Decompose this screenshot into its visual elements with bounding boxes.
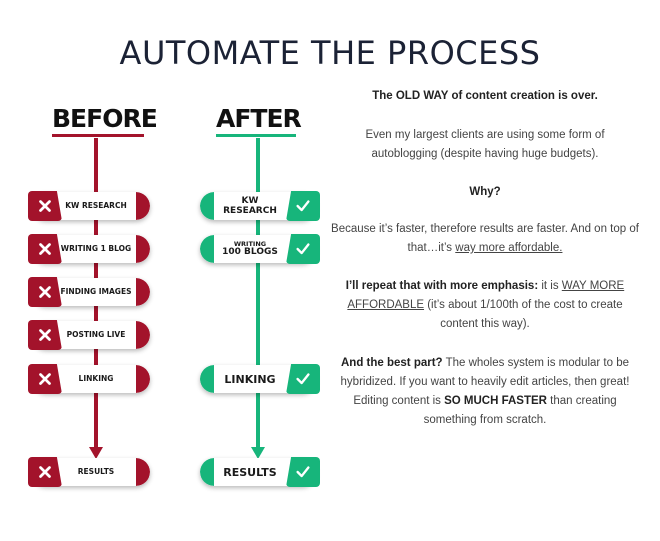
after-timeline	[256, 138, 260, 451]
after-step-tab	[200, 365, 214, 393]
before-step-tab	[136, 278, 150, 306]
before-heading: BEFORE	[52, 104, 158, 137]
after-step-label: RESULTS	[223, 465, 277, 479]
best-part-paragraph: And the best part? The wholes system is …	[330, 354, 640, 430]
faster-text: Because it’s faster, therefore results a…	[331, 223, 639, 254]
check-icon	[286, 457, 320, 487]
before-step-label: FINDING IMAGES	[60, 287, 132, 297]
before-step-tab	[136, 192, 150, 220]
before-step-label: LINKING	[78, 374, 114, 384]
before-step-label: POSTING LIVE	[66, 330, 126, 340]
repeat-text: it is	[538, 280, 562, 292]
before-step-tab	[136, 458, 150, 486]
page-title: AUTOMATE THE PROCESS	[119, 34, 541, 72]
after-step-line2: 100 BLOGS	[222, 247, 278, 258]
after-heading: AFTER	[216, 104, 302, 137]
intro-paragraph: The OLD WAY of content creation is over.	[335, 87, 635, 106]
much-faster-bold: SO MUCH FASTER	[444, 395, 547, 407]
best-part-rest: than creating something from scratch.	[423, 395, 617, 426]
after-step-tab	[200, 192, 214, 220]
after-step-line1: KW	[241, 195, 259, 206]
x-icon	[28, 364, 62, 394]
before-step-tab	[136, 321, 150, 349]
clients-paragraph: Even my largest clients are using some f…	[365, 129, 605, 160]
repeat-bold: I’ll repeat that with more emphasis:	[345, 280, 539, 292]
x-icon	[28, 320, 62, 350]
after-step-line2: RESEARCH	[223, 205, 277, 216]
x-icon	[28, 277, 62, 307]
check-icon	[286, 364, 320, 394]
x-icon	[28, 191, 62, 221]
before-step-label: WRITING 1 BLOG	[60, 244, 132, 254]
after-heading-label: AFTER	[216, 104, 302, 133]
affordable-link[interactable]: way more affordable.	[455, 242, 563, 254]
why-paragraph: Why?	[335, 183, 635, 202]
intro-bold: The OLD WAY of content creation is over.	[372, 90, 598, 102]
after-arrow-head	[251, 447, 265, 459]
best-part-text: The wholes system is modular to be hybri…	[340, 357, 630, 407]
faster-paragraph: Because it’s faster, therefore results a…	[330, 220, 640, 258]
x-icon	[28, 457, 62, 487]
after-step-tab	[200, 235, 214, 263]
repeat-rest: (it’s about 1/100th of the cost to creat…	[424, 299, 623, 330]
check-icon	[286, 191, 320, 221]
before-heading-label: BEFORE	[52, 104, 158, 133]
before-step-label: KW RESEARCH	[65, 201, 127, 211]
repeat-paragraph: I’ll repeat that with more emphasis: it …	[330, 277, 640, 334]
before-step-tab	[136, 235, 150, 263]
after-step-line1: WRITING	[233, 239, 267, 248]
after-underline	[216, 134, 296, 137]
after-step-label: LINKING	[224, 372, 276, 386]
before-arrow-head	[89, 447, 103, 459]
best-part-bold: And the best part?	[340, 357, 443, 369]
check-icon	[286, 234, 320, 264]
before-underline	[52, 134, 144, 137]
x-icon	[28, 234, 62, 264]
way-more-affordable-link[interactable]: WAY MORE AFFORDABLE	[347, 280, 625, 311]
why-bold: Why?	[469, 186, 501, 198]
after-step-tab	[200, 458, 214, 486]
before-step-tab	[136, 365, 150, 393]
before-step-label: RESULTS	[77, 467, 115, 477]
